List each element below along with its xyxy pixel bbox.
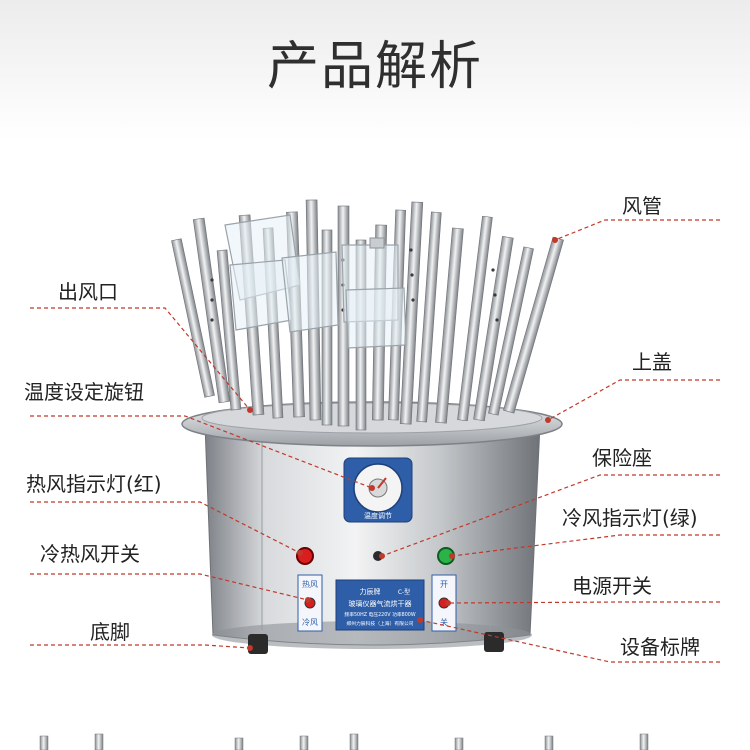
callout-temp-knob: 温度设定旋钮: [24, 380, 144, 404]
leader-lines: [30, 219, 720, 663]
foot-right: [484, 632, 504, 652]
callout-feet: 底脚: [90, 620, 130, 644]
leader-hot-cold-switch: [30, 573, 309, 601]
callout-cold-light: 冷风指示灯(绿): [562, 506, 698, 530]
page-title: 产品解析: [266, 37, 483, 97]
callout-hot-light: 热风指示灯(红): [26, 472, 162, 496]
callout-air-outlet: 出风口: [58, 280, 118, 304]
leader-fuse-seat: [381, 474, 720, 557]
nameplate: [335, 579, 425, 631]
foot-left: [248, 634, 268, 654]
leader-air-tube: [554, 219, 720, 241]
plate-model: C-型: [398, 588, 410, 596]
switch-label-off: 关: [440, 617, 448, 627]
beaker-5: [345, 287, 407, 349]
air-tube-rack: [171, 199, 564, 431]
plate-maker: 郑州力辰科技（上海）有限公司: [346, 620, 413, 627]
callout-lid: 上盖: [632, 350, 672, 374]
switch-label-cold: 冷风: [302, 617, 318, 627]
leader-hot-light: [30, 501, 301, 554]
leader-feet: [30, 644, 251, 649]
leader-power-switch: [447, 601, 720, 604]
callout-air-tube: 风管: [622, 194, 662, 218]
leader-air-outlet: [30, 307, 251, 411]
plate-name: 玻璃仪器气流烘干器: [349, 599, 412, 608]
callout-fuse-seat: 保险座: [592, 446, 652, 470]
leader-cold-light: [451, 534, 720, 557]
switch-label-on: 开: [440, 580, 448, 589]
plate-brand: 力辰牌: [360, 587, 381, 596]
callout-nameplate: 设备标牌: [620, 635, 700, 659]
beaker-3: [281, 251, 339, 333]
switch-label-hot: 热风: [302, 579, 318, 589]
next-section-preview: [39, 733, 649, 750]
leader-lid: [547, 379, 720, 421]
header-band: [0, 0, 750, 140]
plate-specs: 频率50HZ 电压220V 功率800W: [344, 611, 415, 618]
leader-endpoints: [247, 237, 558, 651]
temperature-knob[interactable]: [343, 457, 413, 523]
callout-hot-cold-switch: 冷热风开关: [40, 542, 140, 566]
beaker-2: [229, 259, 293, 331]
callout-power-switch: 电源开关: [572, 574, 652, 598]
leader-temp-knob: [30, 415, 373, 489]
leader-nameplate: [419, 619, 720, 663]
dial-label: 温度调节: [364, 511, 392, 520]
